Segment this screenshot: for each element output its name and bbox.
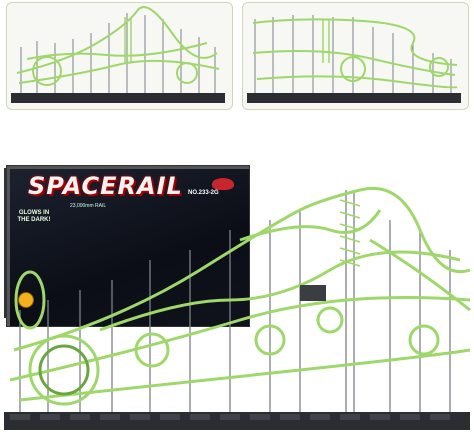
base-plate [247, 93, 461, 103]
preview-panel-front [6, 2, 233, 110]
green-rails [252, 18, 458, 89]
green-rails [9, 186, 471, 402]
track-model-back [247, 15, 461, 103]
assembled-track-scene [0, 150, 474, 434]
preview-panel-back [242, 2, 469, 110]
base-plate [11, 93, 225, 103]
brand-logo: SPACERAIL [28, 172, 183, 200]
glow-in-dark-badge: GLOWS IN THE DARK! [17, 210, 51, 223]
spiral-tower [339, 199, 361, 267]
track-model-front [11, 6, 225, 103]
rail-length-label: 23,000mm RAIL [70, 203, 107, 209]
lift-motor-unit [300, 285, 326, 301]
age-rating-badge-icon [18, 292, 34, 308]
support-poles [19, 190, 451, 420]
manufacturer-logo-icon [212, 178, 234, 190]
green-rails [16, 6, 220, 86]
assembled-track-model [4, 186, 471, 430]
model-number: NO.233-2G [188, 190, 219, 196]
support-poles [20, 13, 216, 93]
base-studs [10, 414, 450, 420]
loops [14, 270, 440, 406]
